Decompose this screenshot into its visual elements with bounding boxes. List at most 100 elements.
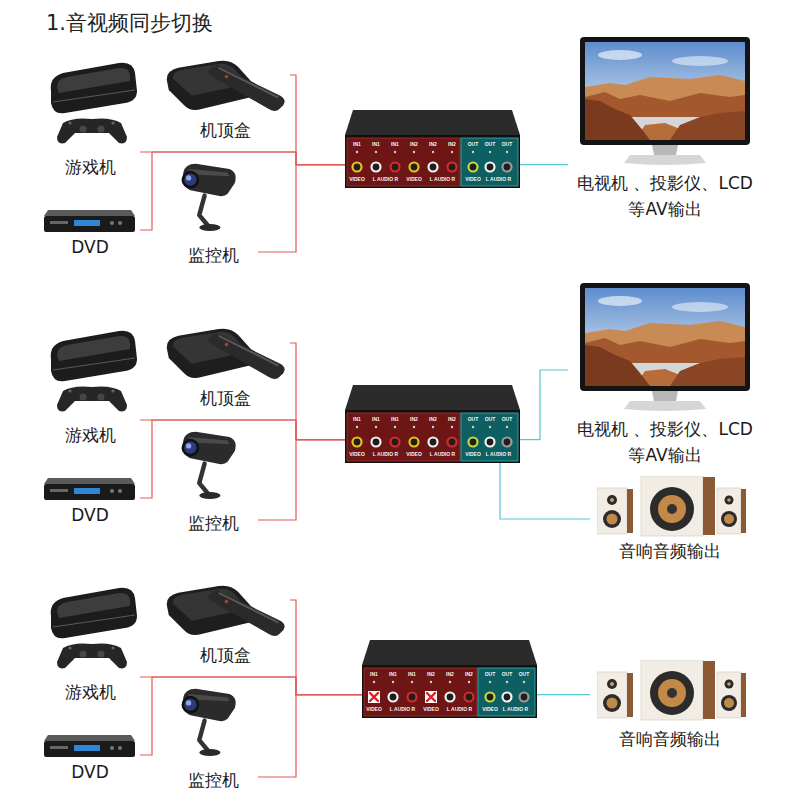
game-console (51, 63, 137, 144)
port-label: IN1 (372, 417, 380, 422)
camera (182, 164, 236, 231)
device-node: DVD (40, 728, 140, 785)
port-label: IN1 (408, 672, 416, 677)
connector (140, 420, 345, 498)
port-label: IN2 (446, 672, 454, 677)
port-label: IN1 (353, 142, 361, 147)
switch-box: IN1IN1IN1IN2IN2IN2OUTOUTOUTVIDEOL AUDIO … (362, 640, 537, 718)
port-label: L AUDIO R (430, 177, 455, 182)
node-label: 音响音频输出 (619, 727, 721, 753)
port-label: OUT (502, 672, 513, 677)
connector (258, 165, 345, 252)
camera (182, 432, 236, 499)
device-node: 监控机 (168, 158, 258, 268)
port-label: L AUDIO R (486, 177, 511, 182)
speakers (597, 476, 746, 536)
port-label: VIDEO (423, 707, 439, 712)
node-label: 音响音频输出 (619, 539, 721, 565)
switch-body (345, 385, 520, 463)
port-label: VIDEO (465, 177, 481, 182)
switch-body (362, 640, 537, 718)
node-label: 机顶盒 (200, 386, 251, 412)
port-label: IN1 (372, 142, 380, 147)
port-label: OUT (519, 672, 530, 677)
connector (520, 370, 568, 440)
output-device: 音响音频输出 (590, 652, 750, 752)
node-label: 游戏机 (65, 680, 116, 706)
speakers (597, 660, 746, 720)
disabled-mark (425, 691, 437, 703)
port-label: L AUDIO R (373, 177, 398, 182)
port-label: L AUDIO R (390, 707, 415, 712)
node-label: 游戏机 (65, 155, 116, 181)
diagram-title: 1.音视频同步切换 (46, 10, 213, 37)
node-label: 机顶盒 (200, 643, 251, 669)
port-label: IN2 (448, 142, 456, 147)
port-label: IN1 (353, 417, 361, 422)
device-node: DVD (40, 471, 140, 528)
connector (140, 152, 345, 165)
node-label: 电视机 、投影仪、LCD 等AV输出 (571, 417, 759, 468)
set-top-box (167, 329, 285, 379)
port-label: IN2 (427, 672, 435, 677)
port-label: VIDEO (406, 452, 422, 457)
connector (290, 600, 362, 695)
switch-box: IN1 IN1 IN1 IN2 IN2 IN2 OUT OUT OUT VIDEO L AUDIO … (345, 385, 520, 463)
node-label: DVD (71, 760, 109, 786)
port-label: OUT (468, 417, 479, 422)
port-label: IN1 (391, 142, 399, 147)
set-top-box (167, 586, 285, 636)
port-label: IN2 (410, 417, 418, 422)
port-label: OUT (485, 672, 496, 677)
port-label: IN1 (391, 417, 399, 422)
node-label: 监控机 (188, 511, 239, 537)
camera (182, 689, 236, 756)
node-label: 机顶盒 (200, 118, 251, 144)
output-device: 电视机 、投影仪、LCD 等AV输出 (568, 283, 762, 468)
switch-body (345, 110, 520, 188)
port-label: VIDEO (465, 452, 481, 457)
port-label: OUT (485, 142, 496, 147)
device-node: 机顶盒 (160, 323, 290, 411)
game-console (51, 331, 137, 412)
port-label: IN2 (429, 417, 437, 422)
monitor (580, 37, 750, 165)
port-label: OUT (502, 417, 513, 422)
device-node: 机顶盒 (160, 580, 290, 668)
connector (258, 440, 345, 520)
device-node: 游戏机 (40, 580, 140, 705)
port-label: L AUDIO R (503, 707, 528, 712)
connector (290, 343, 345, 440)
connector (537, 694, 590, 695)
port-label: IN1 (370, 672, 378, 677)
port-label: OUT (468, 142, 479, 147)
node-label: 电视机 、投影仪、LCD 等AV输出 (571, 171, 759, 222)
device-node: 监控机 (168, 426, 258, 536)
device-node: 机顶盒 (160, 55, 290, 143)
node-label: 监控机 (188, 243, 239, 269)
port-label: IN2 (448, 417, 456, 422)
node-label: 游戏机 (65, 423, 116, 449)
disabled-mark (368, 691, 380, 703)
port-label: OUT (502, 142, 513, 147)
port-label: VIDEO (366, 707, 382, 712)
port-label: L AUDIO R (373, 452, 398, 457)
port-label: L AUDIO R (486, 452, 511, 457)
node-label: 监控机 (188, 768, 239, 794)
port-label: OUT (485, 417, 496, 422)
port-label: VIDEO (349, 177, 365, 182)
device-node: 游戏机 (40, 323, 140, 448)
port-label: IN2 (410, 142, 418, 147)
dvd-player (44, 478, 135, 500)
device-node: 游戏机 (40, 55, 140, 180)
device-node: 监控机 (168, 683, 258, 793)
output-device: 电视机 、投影仪、LCD 等AV输出 (568, 37, 762, 222)
connector (140, 420, 345, 440)
device-node: DVD (40, 203, 140, 260)
dvd-player (44, 210, 135, 232)
set-top-box (167, 61, 285, 111)
port-label: L AUDIO R (430, 452, 455, 457)
